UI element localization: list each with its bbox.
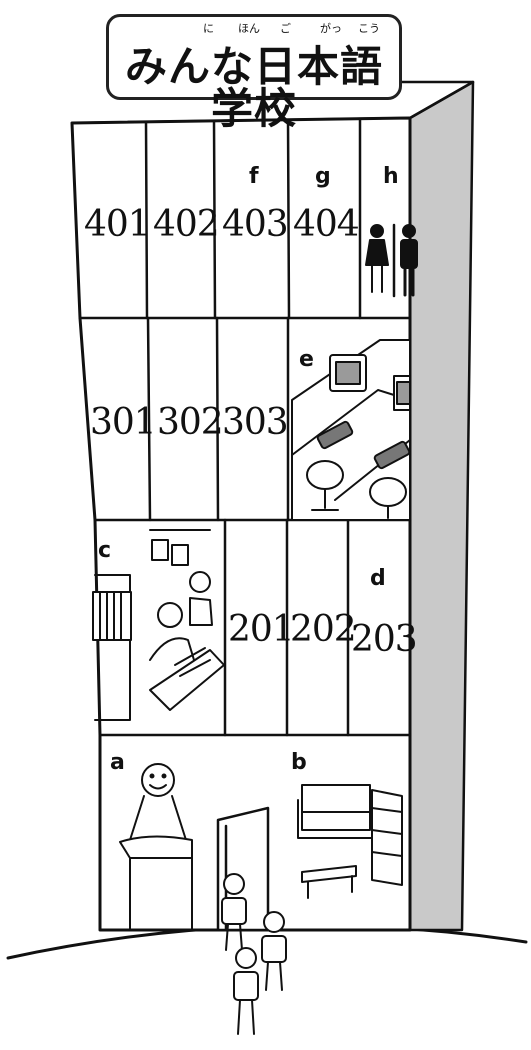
school-name: みんな日本語学校 — [114, 46, 394, 130]
room-404: 404 — [293, 207, 359, 243]
room-302: 302 — [157, 405, 223, 441]
room-401: 401 — [84, 207, 150, 243]
furigana-kou: こう — [358, 20, 380, 36]
label-h: h — [383, 166, 399, 188]
label-f: f — [249, 166, 259, 188]
label-g: g — [315, 166, 331, 188]
building-side-wall — [410, 82, 473, 930]
furigana-hon: ほん — [238, 20, 260, 36]
label-a: a — [110, 752, 125, 774]
divider-4f-3 — [288, 120, 289, 318]
furigana-go: ご — [280, 20, 291, 36]
label-d: d — [370, 568, 386, 590]
label-c: c — [98, 540, 111, 562]
label-b: b — [291, 752, 307, 774]
room-201: 201 — [228, 612, 294, 648]
furigana-gat: がっ — [320, 20, 342, 36]
room-203: 203 — [351, 622, 417, 658]
furigana-ni: に — [203, 20, 214, 36]
room-403: 403 — [222, 207, 288, 243]
room-402: 402 — [153, 207, 219, 243]
room-301: 301 — [90, 405, 156, 441]
label-e: e — [299, 349, 314, 371]
room-202: 202 — [290, 612, 356, 648]
room-303: 303 — [222, 405, 288, 441]
